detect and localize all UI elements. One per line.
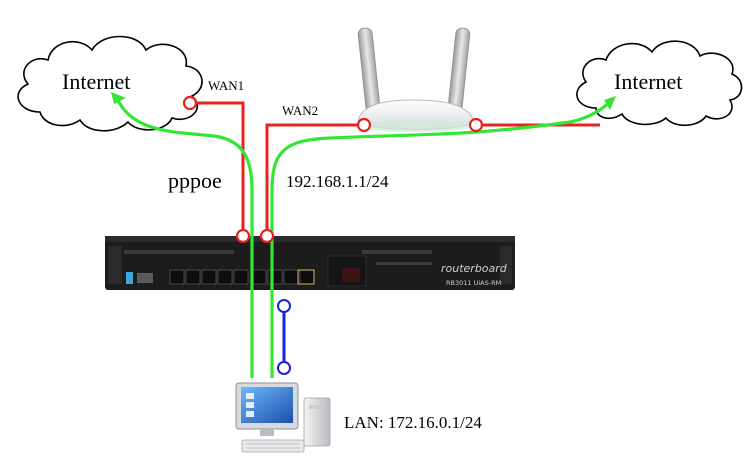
port-markers [182,95,484,244]
cloud-left-icon [17,35,203,132]
internet-right-label: Internet [614,69,682,94]
wan2-ap-port-right [468,117,484,133]
wan2-ap-port-left [356,117,372,133]
lan-subnet-label: LAN: 172.16.0.1/24 [344,413,482,432]
traffic-path-wan1 [111,92,254,378]
router-brand-label: routerboard [441,262,508,275]
wan2-router-port [259,228,275,244]
wan1-cloud-port [182,95,198,111]
traffic-path-wan2 [270,96,616,378]
router-model-label: RB3011 UiAS-RM [446,279,501,287]
wan1-label: WAN1 [208,78,244,93]
cloud-right-icon [576,40,743,127]
wan1-link [190,101,245,237]
pppoe-label: pppoe [168,168,222,193]
internet-left-label: Internet [62,69,130,94]
wan2-label: WAN2 [282,103,318,118]
access-point-icon [357,27,475,132]
wan2-subnet-label: 192.168.1.1/24 [286,172,389,191]
wan1-router-port [235,228,251,244]
router-icon: routerboard RB3011 UiAS-RM [105,236,515,290]
lan-link [277,299,291,375]
workstation-icon [235,382,331,453]
